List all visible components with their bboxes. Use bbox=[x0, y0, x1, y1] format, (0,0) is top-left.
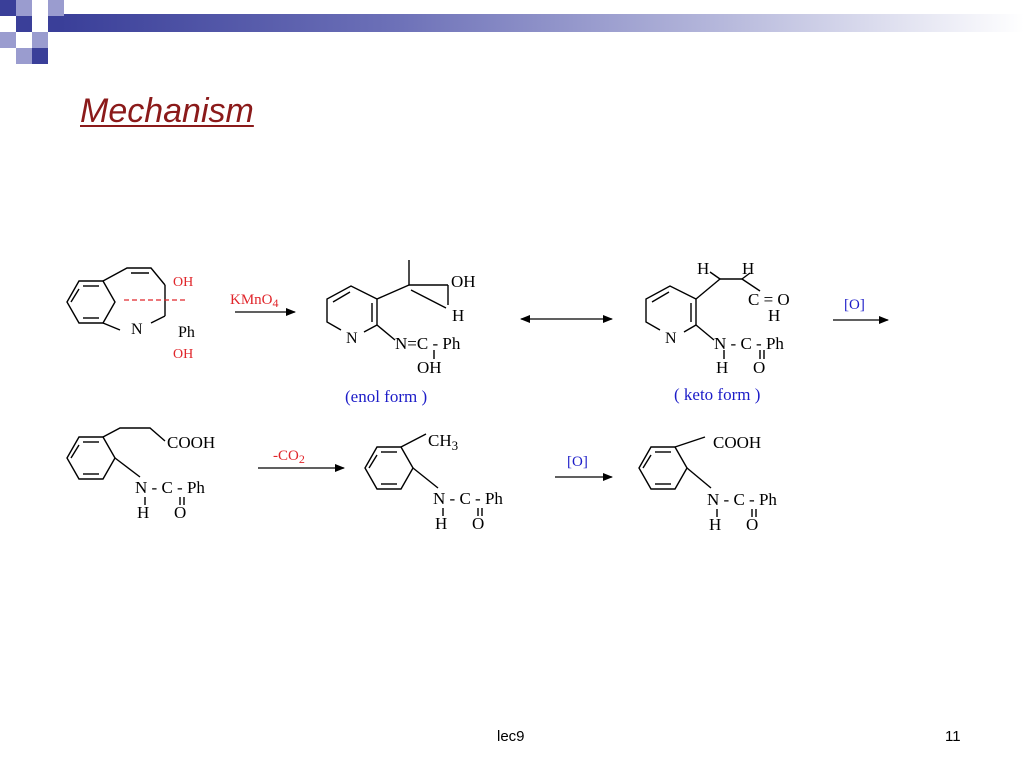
quinoline-structure bbox=[66, 267, 166, 331]
amide-hydrogen: H bbox=[435, 514, 447, 533]
amide-oxygen: O bbox=[753, 358, 765, 377]
carboxylic-acid-group: COOH bbox=[167, 433, 215, 452]
amide-chain: N - C - Ph bbox=[135, 478, 205, 497]
footer-text: lec9 bbox=[497, 728, 525, 745]
ring-nitrogen: N bbox=[131, 321, 143, 338]
svg-text:-CO2: -CO2 bbox=[273, 448, 305, 466]
keto-form-label: ( keto form ) bbox=[674, 385, 760, 404]
amide-oxygen: O bbox=[472, 514, 484, 533]
amide-oxygen: O bbox=[174, 503, 186, 522]
amide-chain: N - C - Ph bbox=[714, 334, 784, 353]
imidate-chain: N=C - Ph bbox=[395, 334, 461, 353]
keto-form-structure bbox=[645, 271, 765, 359]
enol-form-label: (enol form ) bbox=[345, 387, 427, 406]
hydroxyl-label-top: OH bbox=[173, 275, 193, 290]
methyl-group: CH3 bbox=[428, 431, 458, 453]
hydroxyl-label-bottom: OH bbox=[173, 347, 193, 362]
enol-hydroxyl: OH bbox=[451, 272, 476, 291]
oxidation-reagent-label: [O] bbox=[844, 297, 865, 313]
methylene-hydrogen: H bbox=[742, 259, 754, 278]
oxidation-reagent-label: KMnO4 bbox=[230, 292, 279, 310]
svg-text:CH3: CH3 bbox=[428, 431, 458, 453]
header-gradient-bar bbox=[60, 14, 1024, 32]
decor-square bbox=[48, 0, 64, 16]
phenyl-label: Ph bbox=[178, 324, 195, 341]
decor-square bbox=[16, 0, 32, 16]
decor-square bbox=[16, 48, 32, 64]
imidate-hydroxyl: OH bbox=[417, 358, 442, 377]
amide-chain: N - C - Ph bbox=[707, 490, 777, 509]
aldehyde-hydrogen: H bbox=[768, 306, 780, 325]
svg-text:KMnO4: KMnO4 bbox=[230, 292, 279, 310]
amide-oxygen: O bbox=[746, 515, 758, 534]
amide-hydrogen: H bbox=[709, 515, 721, 534]
slide-title: Mechanism bbox=[80, 92, 254, 130]
aldehyde-carbonyl: C = O bbox=[748, 290, 790, 309]
benzamido-benzoic-acid-structure bbox=[638, 436, 757, 517]
decor-square bbox=[32, 48, 48, 64]
methyl-benzanilide-structure bbox=[364, 433, 483, 516]
decarboxylation-label: -CO2 bbox=[273, 448, 305, 466]
amide-hydrogen: H bbox=[716, 358, 728, 377]
amide-hydrogen: H bbox=[137, 503, 149, 522]
ring-nitrogen: N bbox=[665, 330, 677, 347]
enol-form-structure bbox=[326, 260, 449, 359]
decor-square bbox=[0, 0, 16, 16]
oxidation-reagent-label: [O] bbox=[567, 454, 588, 470]
page-number: 11 bbox=[945, 728, 961, 745]
decor-square bbox=[0, 32, 16, 48]
enol-hydrogen: H bbox=[452, 306, 464, 325]
carboxylic-acid-group: COOH bbox=[713, 433, 761, 452]
decor-square bbox=[32, 32, 48, 48]
phenylacetic-acid-structure bbox=[66, 427, 185, 505]
methylene-hydrogen: H bbox=[697, 259, 709, 278]
amide-chain: N - C - Ph bbox=[433, 489, 503, 508]
decor-square bbox=[16, 16, 32, 32]
ring-nitrogen: N bbox=[346, 330, 358, 347]
decor-square bbox=[48, 16, 64, 32]
